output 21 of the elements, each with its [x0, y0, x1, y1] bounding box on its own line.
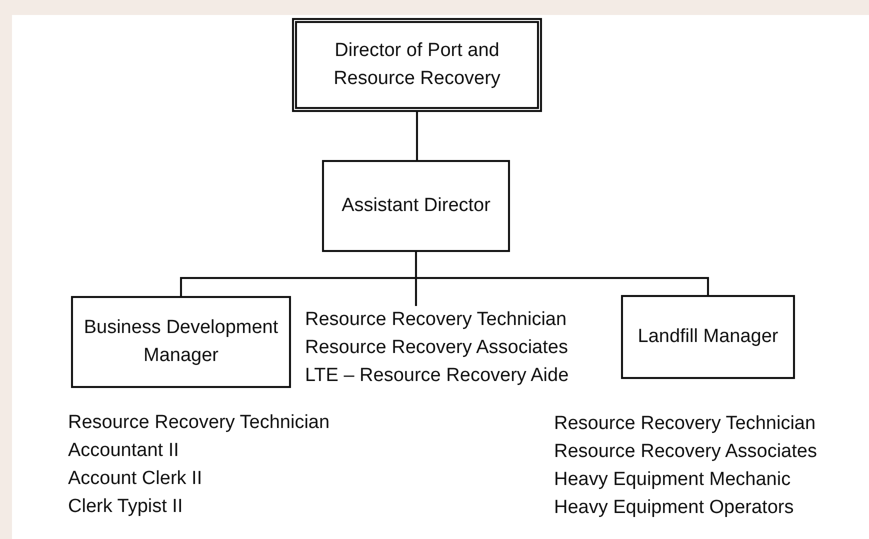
connector-line [416, 112, 418, 160]
position-box [621, 295, 795, 379]
position-title: Resource Recovery Associates [554, 440, 817, 464]
position-box [322, 160, 510, 252]
connector-line [415, 252, 709, 295]
box-title: Business Development Manager [83, 316, 279, 368]
position-box [292, 18, 542, 112]
position-title: Resource Recovery Technician [554, 412, 816, 436]
box-title: Director of Port and Resource Recovery [332, 39, 502, 91]
position-title: Resource Recovery Technician [305, 308, 567, 332]
position-title: Resource Recovery Associates [305, 336, 568, 360]
position-title: LTE – Resource Recovery Aide [305, 364, 569, 388]
position-title: Resource Recovery Technician [68, 411, 330, 435]
position-title: Heavy Equipment Mechanic [554, 468, 791, 492]
box-title: Landfill Manager [638, 325, 778, 349]
box-title: Assistant Director [342, 194, 490, 218]
position-title: Account Clerk II [68, 467, 202, 491]
position-box [71, 296, 291, 388]
position-title: Accountant II [68, 439, 179, 463]
position-title: Heavy Equipment Operators [554, 496, 794, 520]
position-title: Clerk Typist II [68, 495, 183, 519]
